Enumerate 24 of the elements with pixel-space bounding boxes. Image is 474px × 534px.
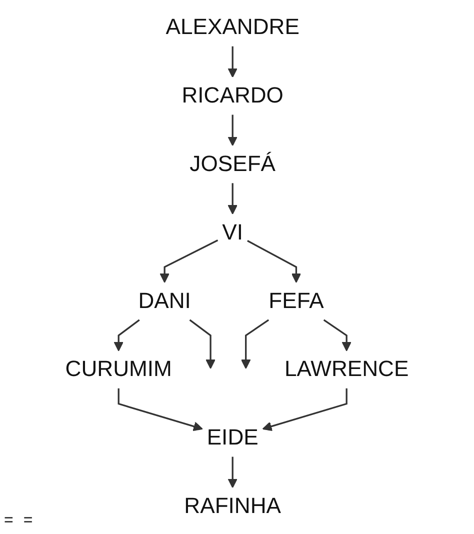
equals-sign: = — [4, 512, 14, 529]
equals-sign: = — [23, 512, 33, 529]
arrow — [262, 388, 348, 432]
node-text: ALEXANDRE — [166, 15, 300, 40]
arrow — [160, 240, 218, 283]
arrow — [189, 319, 216, 369]
arrow — [228, 183, 238, 214]
arrow — [323, 319, 352, 352]
node-text: DANI — [138, 289, 191, 314]
node-text: EIDE — [206, 426, 258, 450]
node-text: LAWRENCE — [284, 357, 409, 382]
node-text: FEFA — [268, 289, 324, 314]
arrow — [247, 240, 302, 283]
node-text: VI — [222, 220, 244, 245]
arrow — [241, 319, 270, 369]
arrow — [228, 456, 238, 488]
node-text: RAFINHA — [184, 494, 282, 519]
arrow — [228, 46, 238, 78]
node-text: RICARDO — [182, 84, 284, 108]
arrow — [118, 388, 203, 432]
arrow — [114, 319, 140, 352]
arrow — [228, 114, 238, 146]
node-text: JOSEFÁ — [190, 152, 276, 177]
node-text: CURUMIM — [65, 357, 172, 382]
